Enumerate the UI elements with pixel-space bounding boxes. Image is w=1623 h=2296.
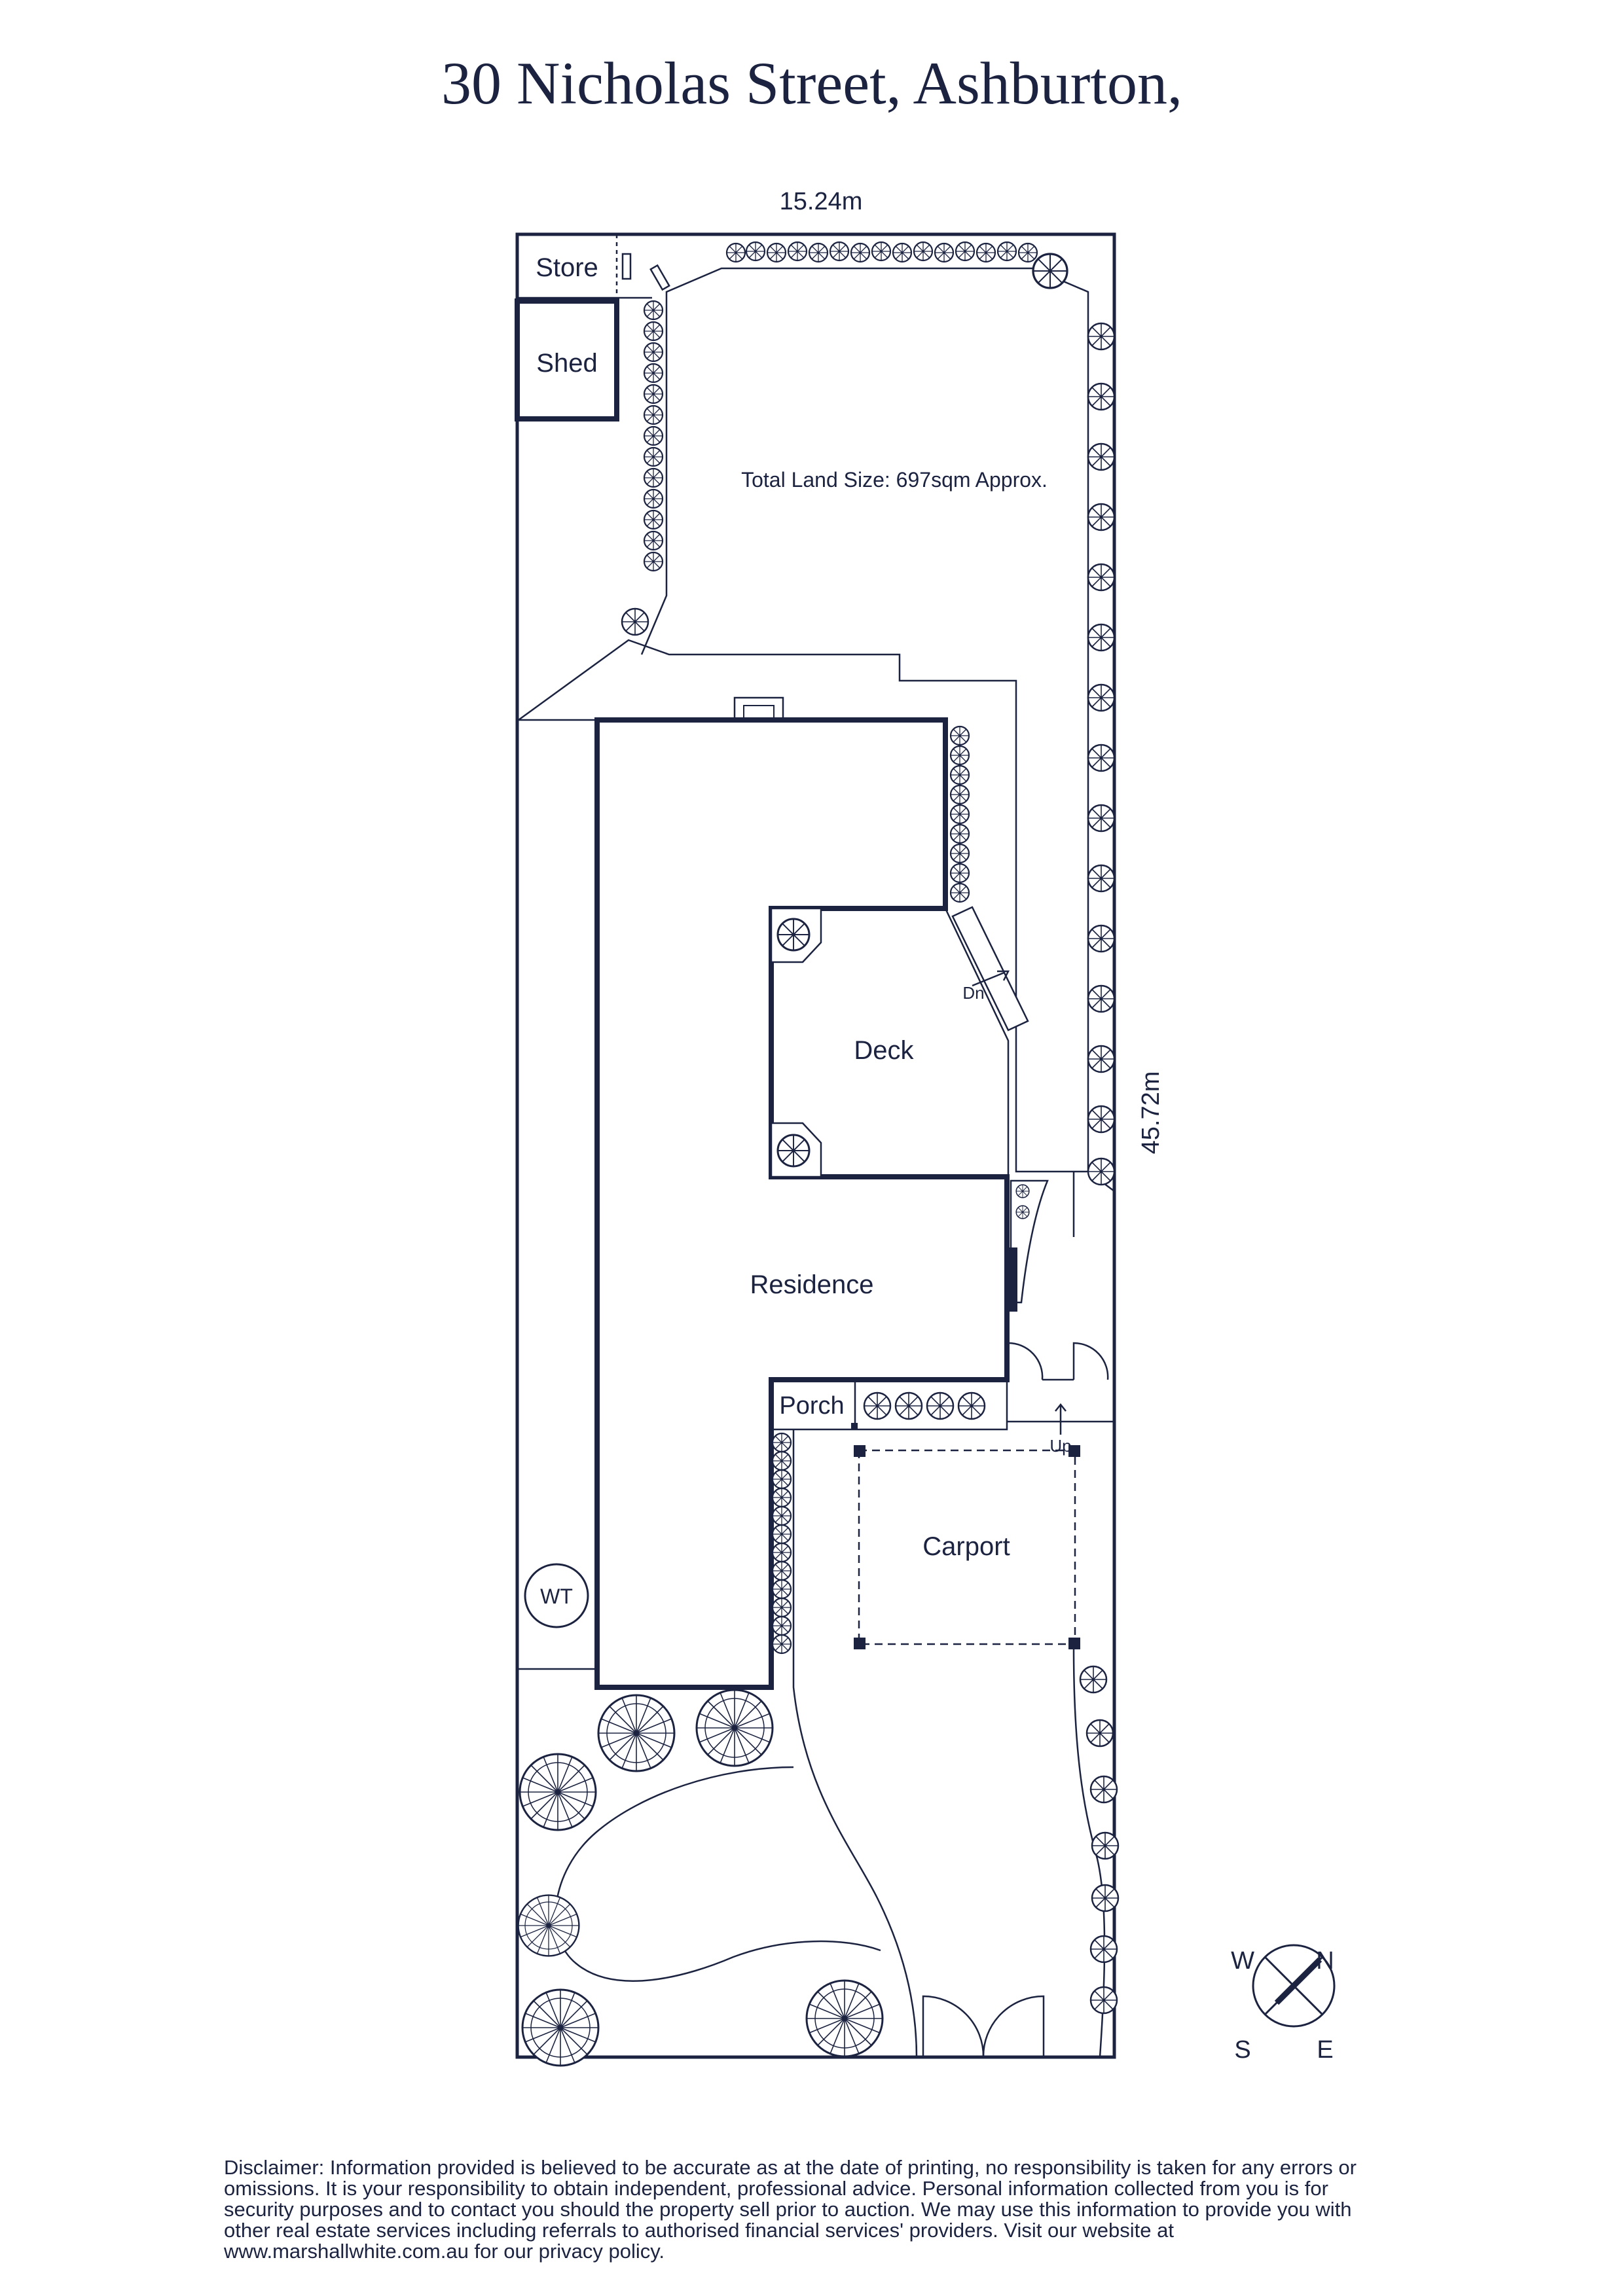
carport-post-sw xyxy=(854,1638,866,1649)
driveway-hedge xyxy=(771,1432,792,1655)
rear-garden-bed-line xyxy=(640,267,1034,655)
stairs-down-label: Dn xyxy=(962,983,984,1003)
front-tree-5 xyxy=(521,1988,600,2067)
shed-label: Shed xyxy=(536,349,597,378)
residence-label: Residence xyxy=(750,1270,873,1299)
compass: W N S E xyxy=(1231,1944,1336,2064)
side-shrub-2 xyxy=(1015,1205,1030,1219)
right-hedge xyxy=(1087,322,1116,1186)
deck-corner-planter-top xyxy=(770,907,822,963)
stairs-up-label: Up xyxy=(1049,1436,1071,1456)
corner-tree-ne xyxy=(1032,253,1068,289)
store-bin xyxy=(621,253,632,280)
carport-outline xyxy=(858,1449,1076,1645)
porch-label: Porch xyxy=(779,1392,844,1420)
porch-shrub-1 xyxy=(863,1391,892,1420)
driveway-edge-right xyxy=(1072,1649,1106,2058)
step-rear xyxy=(733,696,784,721)
porch-shrub-2 xyxy=(894,1391,923,1420)
carport-post-ne xyxy=(1068,1445,1080,1457)
porch-post xyxy=(851,1423,858,1429)
compass-north: N xyxy=(1316,1947,1334,1975)
compass-south: S xyxy=(1234,2036,1250,2064)
deck-corner-planter-bottom xyxy=(770,1122,822,1178)
rear-hedge-top xyxy=(725,241,1038,263)
front-tree-3 xyxy=(519,1753,597,1831)
deck-edge xyxy=(944,908,1010,1177)
shed-outline xyxy=(515,298,619,422)
side-shrub-1 xyxy=(1015,1184,1030,1198)
front-right-shrubs xyxy=(1079,1665,1120,2015)
disclaimer-text: Disclaimer: Information provided is beli… xyxy=(224,2156,1357,2263)
deck-stairs xyxy=(951,906,1029,1031)
front-tree-4 xyxy=(517,1894,580,1957)
page-title: 30 Nicholas Street, Ashburton, xyxy=(441,50,1182,117)
residence-side-hedge xyxy=(949,725,970,903)
rear-tree-left xyxy=(621,607,649,636)
carport-post-se xyxy=(1068,1638,1080,1649)
driveway-edge-left xyxy=(792,1429,918,2058)
compass-icon xyxy=(1252,1944,1336,2028)
residence-outline xyxy=(594,717,1010,1690)
front-tree-2 xyxy=(695,1689,774,1767)
compass-east: E xyxy=(1317,2036,1333,2064)
rear-hedge-left xyxy=(643,300,664,572)
front-tree-6 xyxy=(805,1979,884,2058)
porch-area xyxy=(770,1378,1008,1431)
porch-shrub-3 xyxy=(926,1391,955,1420)
compass-west: W xyxy=(1231,1947,1254,1975)
porch-shrub-4 xyxy=(957,1391,986,1420)
water-tank-label: WT xyxy=(540,1585,573,1608)
length-dimension: 45.72m xyxy=(1137,1071,1165,1155)
carport-label: Carport xyxy=(922,1532,1010,1561)
compass-needle xyxy=(1274,1957,1322,2005)
deck-label: Deck xyxy=(854,1036,914,1065)
side-gate xyxy=(1007,1342,1109,1381)
front-garden-bed xyxy=(555,1766,881,1982)
carport-post-nw xyxy=(854,1445,866,1457)
up-arrow xyxy=(1055,1403,1067,1435)
front-gate xyxy=(922,1995,1045,2058)
lot-boundary xyxy=(515,232,1116,2059)
side-meter xyxy=(1004,1247,1017,1312)
front-tree-1 xyxy=(597,1694,676,1772)
store-label: Store xyxy=(536,253,598,282)
store-bin-2 xyxy=(649,264,670,291)
water-tank xyxy=(524,1563,589,1628)
width-dimension: 15.24m xyxy=(780,188,863,215)
land-size-label: Total Land Size: 697sqm Approx. xyxy=(741,468,1048,492)
